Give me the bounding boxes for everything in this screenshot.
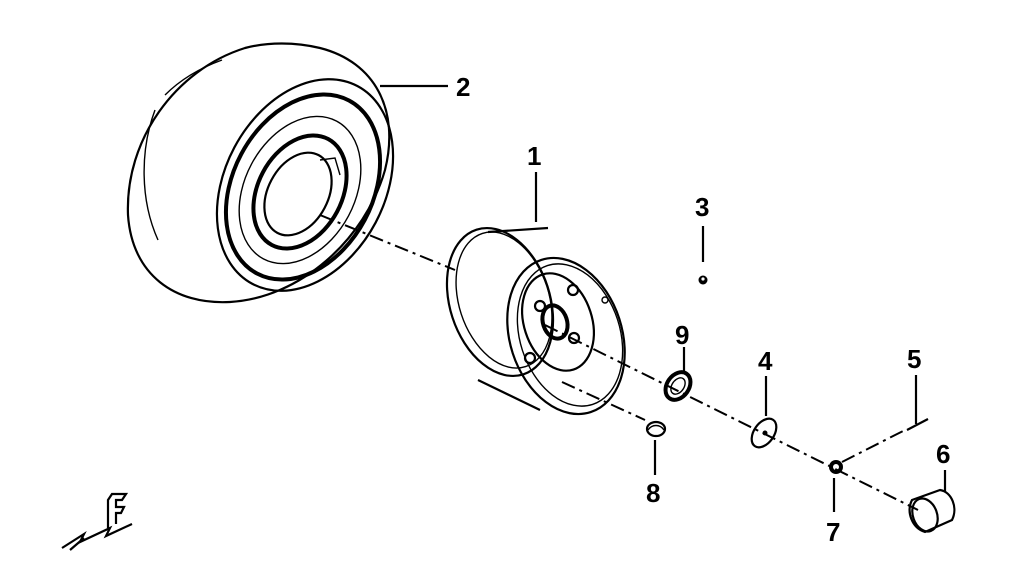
callout-2: 2 [456, 72, 470, 102]
callout-9: 9 [675, 320, 689, 350]
small-bolt [698, 275, 708, 285]
spacer [663, 370, 693, 402]
callout-6: 6 [936, 439, 950, 469]
wheel-rim [445, 226, 626, 416]
direction-arrow-icon [61, 523, 133, 549]
callout-3: 3 [695, 192, 709, 222]
callout-8: 8 [646, 478, 660, 508]
cotter-pin [906, 418, 929, 431]
callout-7: 7 [826, 517, 840, 547]
callout-4: 4 [758, 346, 773, 376]
hub-cap [908, 488, 956, 534]
tire [126, 42, 395, 304]
valve-stem [645, 420, 667, 438]
callout-5: 5 [907, 344, 921, 374]
assembly-axes [319, 214, 919, 511]
callout-numbers: 2 1 3 4 5 6 7 8 9 [456, 72, 950, 547]
callout-1: 1 [527, 141, 541, 171]
leader-lines [380, 84, 947, 512]
front-direction-indicator: F [61, 492, 133, 551]
